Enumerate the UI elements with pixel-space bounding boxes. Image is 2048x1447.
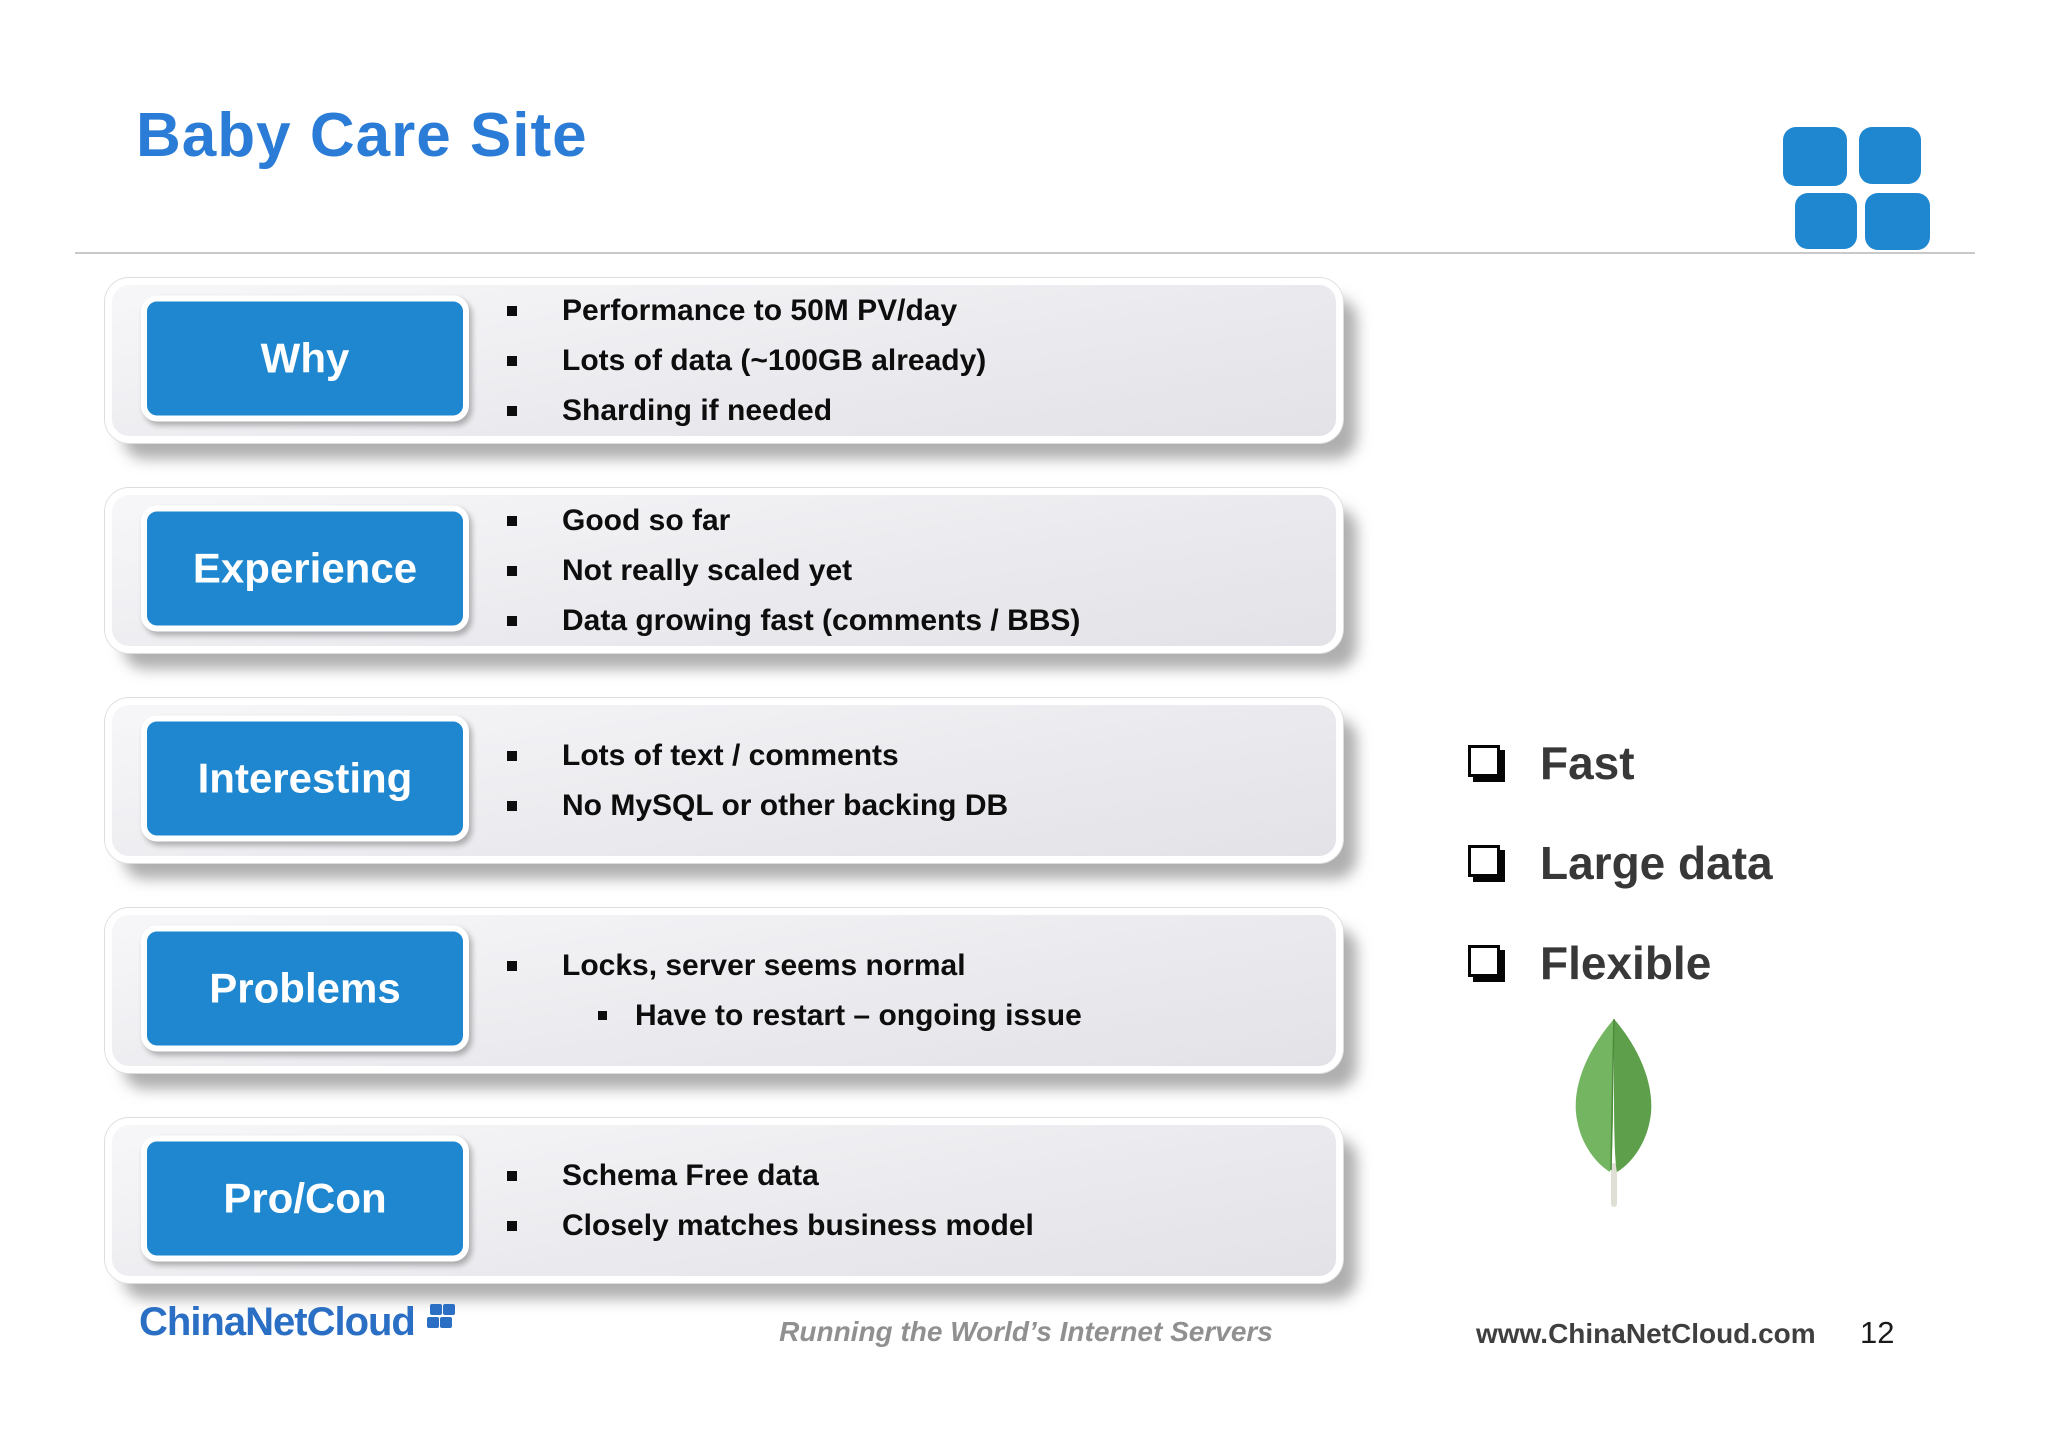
logo-square [1865,193,1930,250]
bullet-text: Schema Free data [562,1159,819,1192]
info-row: Interesting Lots of text / comments No MyS… [105,698,1343,863]
bullet-item: Data growing fast (comments / BBS) [507,600,1080,641]
footer-brand-squares-icon [427,1304,457,1330]
bullet-text: Performance to 50M PV/day [562,294,958,327]
bullet-square-icon [507,750,517,761]
checklist-label: Flexible [1540,936,1712,989]
bullet-square-icon [507,405,517,416]
bullet-square-icon [507,800,517,811]
footer-tagline: Running the World’s Internet Servers [779,1316,1273,1347]
checklist-item: Large data [1468,836,1773,889]
bullet-square-icon [507,1220,517,1231]
bullet-square-icon [507,355,517,366]
mongodb-leaf-icon [1575,1018,1652,1207]
logo-square [1859,127,1921,184]
footer-brand-logo: ChinaNetCloud [139,1300,416,1344]
row-label: Why [141,294,469,421]
bullet-square-icon [598,1011,607,1020]
page-title: Baby Care Site [136,101,588,170]
four-squares-logo-icon [1783,127,1933,251]
bullet-list: Lots of text / comments No MySQL or other… [507,735,1008,826]
row-label: Pro/Con [141,1134,469,1261]
bullet-square-icon [507,305,517,316]
bullet-item: Closely matches business model [507,1205,1034,1246]
bullet-text: No MySQL or other backing DB [562,789,1009,822]
logo-square [1795,193,1857,249]
bullet-item: Performance to 50M PV/day [507,290,986,331]
bullet-item: Good so far [507,500,1080,541]
checklist-item: Fast [1468,736,1773,789]
row-label: Experience [141,504,469,631]
bullet-text: Closely matches business model [562,1209,1034,1242]
row-label: Interesting [141,714,469,841]
bullet-item: Not really scaled yet [507,550,1080,591]
title-divider [75,252,1975,254]
checklist-label: Fast [1540,736,1635,789]
page-number: 12 [1860,1315,1895,1350]
bullet-text: Have to restart – ongoing issue [635,999,1082,1032]
bullet-text: Not really scaled yet [562,554,853,587]
bullet-square-icon [507,615,517,626]
checklist-label: Large data [1540,836,1773,889]
bullet-item: Have to restart – ongoing issue [598,995,1082,1036]
bullet-item: Lots of data (~100GB already) [507,340,986,381]
bullet-square-icon [507,515,517,526]
brand-square [430,1304,442,1315]
bullet-item: Lots of text / comments [507,735,1008,776]
bullet-text: Sharding if needed [562,394,833,427]
brand-square [427,1317,439,1328]
checklist-item: Flexible [1468,936,1773,989]
brand-square [443,1304,455,1315]
logo-square [1783,127,1847,186]
footer-url: www.ChinaNetCloud.com [1476,1318,1816,1349]
bullet-square-icon [507,960,517,971]
bullet-square-icon [507,565,517,576]
brand-square [440,1317,452,1328]
bullet-item: Sharding if needed [507,390,986,431]
bullet-item: Schema Free data [507,1155,1034,1196]
bullet-text: Data growing fast (comments / BBS) [562,604,1081,637]
bullet-text: Lots of data (~100GB already) [562,344,987,377]
bullet-square-icon [507,1170,517,1181]
bullet-text: Good so far [562,504,731,537]
bullet-item: Locks, server seems normal [507,945,1082,986]
bullet-text: Locks, server seems normal [562,949,966,982]
bullet-text: Lots of text / comments [562,739,899,772]
bullet-item: No MySQL or other backing DB [507,785,1008,826]
row-label: Problems [141,924,469,1051]
checkbox-icon [1468,844,1500,877]
checkbox-icon [1468,744,1500,777]
checkbox-icon [1468,944,1500,977]
